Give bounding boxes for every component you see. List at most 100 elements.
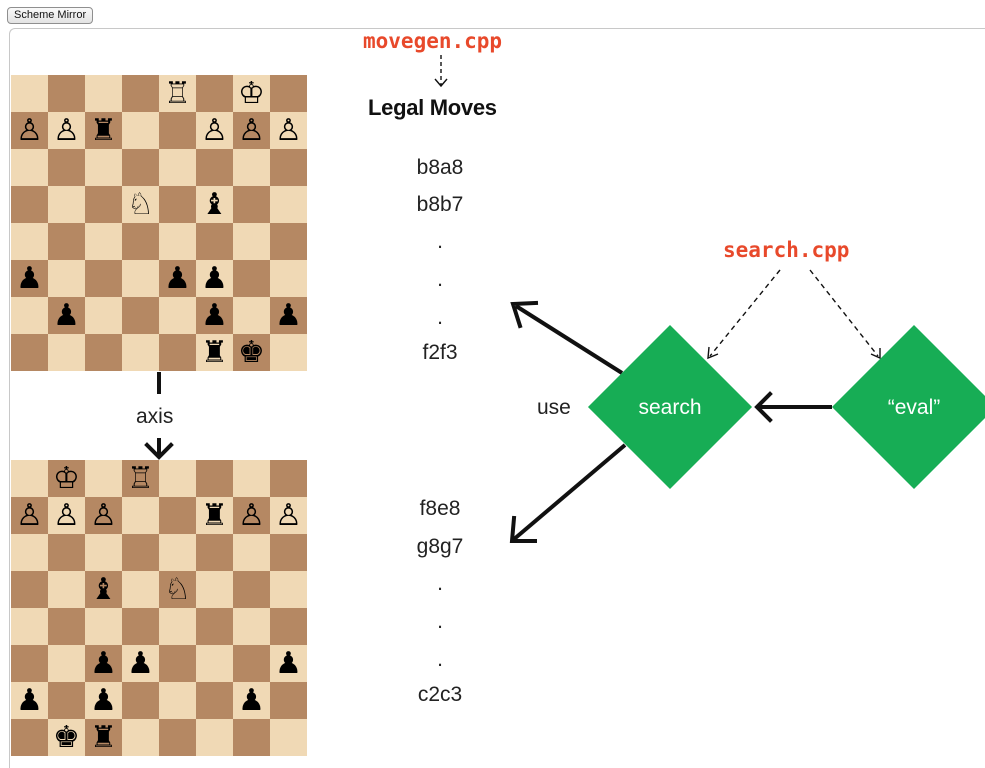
bottom-board-square [48,682,85,719]
legal-moves-title: Legal Moves [368,95,497,120]
chess-piece-icon: ♜ [90,719,117,755]
top-board-square [159,186,196,223]
bottom-board-square [122,497,159,534]
axis-arrowhead [144,442,174,460]
top-move-ellipsis-2: . [437,268,443,291]
chess-piece-icon: ♟ [90,682,117,718]
bottom-board-square [159,608,196,645]
axis-label: axis [136,405,174,428]
bottom-board-square: ♟ [85,645,122,682]
top-board-square [11,223,48,260]
top-board-square [196,75,233,112]
top-board-square: ♟ [48,297,85,334]
chess-piece-icon: ♚ [53,719,80,755]
chess-piece-icon: ♟ [164,260,191,296]
chess-piece-icon: ♟ [127,645,154,681]
top-board-square [233,297,270,334]
top-board-square: ♟ [11,260,48,297]
top-board-square: ♚ [233,334,270,371]
bottom-board-square [196,645,233,682]
chess-piece-icon: ♟ [238,682,265,718]
chess-piece-icon: ♟ [201,260,228,296]
chess-piece-icon: ♜ [201,334,228,370]
bottom-board-square: ♟ [233,682,270,719]
bottom-board-square: ♝ [85,571,122,608]
bottom-move-ellipsis-3: . [437,648,443,671]
top-board-square [270,334,307,371]
chess-piece-icon: ♙ [16,497,43,533]
chess-piece-icon: ♙ [238,112,265,148]
bottom-board-square [11,719,48,756]
top-move-last: f2f3 [422,341,458,364]
bottom-board-square [233,571,270,608]
bottom-board-square [270,608,307,645]
bottom-board-square [85,460,122,497]
top-move-ellipsis-3: . [437,306,443,329]
bottom-board-square [159,534,196,571]
chess-piece-icon: ♙ [90,497,117,533]
bottom-board-square: ♟ [85,682,122,719]
top-board-square [48,223,85,260]
top-board-square [85,186,122,223]
bottom-board-square [233,608,270,645]
search-cpp-file-label: search.cpp [723,238,850,262]
chessboard-bottom: ♔♖♙♙♙♜♙♙♝♘♟♟♟♟♟♟♚♜ [11,460,307,756]
top-board-square: ♟ [270,297,307,334]
top-board-square [85,260,122,297]
top-board-square [85,223,122,260]
top-board-square [233,260,270,297]
bottom-board-square: ♙ [48,497,85,534]
search-node-label: search [638,396,702,419]
top-board-square [233,149,270,186]
bottom-board-square: ♟ [270,645,307,682]
chess-piece-icon: ♟ [90,645,117,681]
bottom-board-square [233,460,270,497]
top-board-square: ♙ [48,112,85,149]
bottom-board-square [270,682,307,719]
top-board-square [196,149,233,186]
bottom-board-square: ♟ [122,645,159,682]
top-board-square [233,223,270,260]
top-board-square: ♙ [11,112,48,149]
chess-piece-icon: ♘ [164,571,191,607]
bottom-board-square [85,608,122,645]
top-board-square: ♘ [122,186,159,223]
top-board-square [85,149,122,186]
top-board-square: ♜ [85,112,122,149]
bottom-board-square: ♙ [233,497,270,534]
chess-piece-icon: ♟ [16,682,43,718]
top-board-square [48,149,85,186]
chess-piece-icon: ♙ [16,112,43,148]
bottom-board-square: ♟ [11,682,48,719]
top-board-square: ♟ [196,297,233,334]
bottom-board-square [11,645,48,682]
bottom-move-ellipsis-2: . [437,610,443,633]
chess-piece-icon: ♟ [275,297,302,333]
bottom-board-square [233,534,270,571]
top-board-square [11,149,48,186]
top-board-square [122,223,159,260]
top-board-square [85,297,122,334]
chess-piece-icon: ♟ [275,645,302,681]
top-board-square: ♝ [196,186,233,223]
bottom-board-square [270,460,307,497]
top-board-square [122,334,159,371]
bottom-board-square [85,534,122,571]
chess-piece-icon: ♟ [201,297,228,333]
top-board-square [85,334,122,371]
bottom-board-square [122,719,159,756]
bottom-board-square [48,608,85,645]
bottom-board-square [11,534,48,571]
bottom-board-square [122,682,159,719]
top-board-square [48,186,85,223]
search-to-top-arrowhead [510,300,539,329]
search-cpp-arrow-right [809,269,879,357]
chess-piece-icon: ♜ [201,497,228,533]
bottom-move-ellipsis-1: . [437,572,443,595]
top-board-square [159,334,196,371]
scheme-mirror-button[interactable]: Scheme Mirror [7,7,94,24]
top-board-square [159,223,196,260]
top-board-square [11,75,48,112]
top-board-square: ♙ [233,112,270,149]
use-label: use [537,396,571,419]
